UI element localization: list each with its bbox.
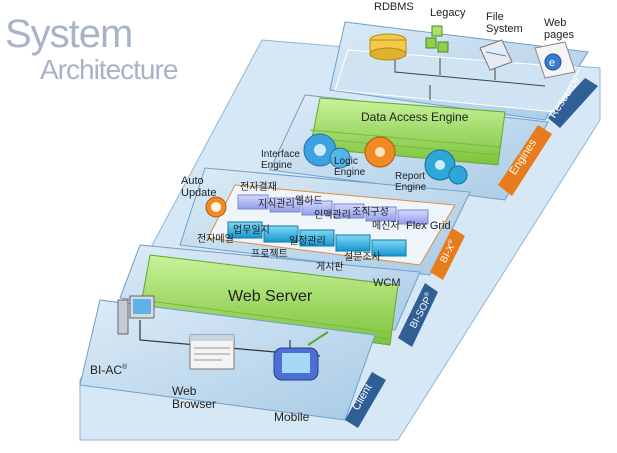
report-engine-gear-icon <box>424 149 468 185</box>
file-system-label-line1: File <box>486 11 504 23</box>
legacy-icon <box>425 25 449 53</box>
web-pages-label: Web pages <box>544 17 574 41</box>
interface-engine-line1: Interface <box>261 149 300 160</box>
resource-tab <box>548 78 598 128</box>
web-pages-label-line2: pages <box>544 28 574 41</box>
biac-pc-icon <box>117 295 155 335</box>
mobile-label: Mobile <box>274 410 310 424</box>
title-line-1: System <box>5 12 133 56</box>
data-access-engine-block <box>309 97 506 166</box>
file-system-icon <box>479 39 513 71</box>
module-hr-mgmt: 인맥관리 <box>314 210 351 221</box>
web-browser-label: Web Browser <box>172 385 216 410</box>
module-project: 프로젝트 <box>251 249 288 260</box>
logic-engine-line1: Logic <box>334 156 358 167</box>
auto-update-line1: Auto <box>181 175 204 187</box>
interface-engine-line2: Engine <box>261 159 293 171</box>
legacy-label: Legacy <box>430 7 466 19</box>
biac-label: BI-AC® <box>90 364 127 377</box>
web-pages-icon: e <box>534 41 576 79</box>
module-schedule: 일정관리 <box>289 236 326 247</box>
module-e-mail: 전자메일 <box>197 234 234 245</box>
biac-text: BI-AC <box>90 363 123 377</box>
module-org-chart: 조직구성 <box>352 207 389 218</box>
web-browser-icon <box>189 334 235 370</box>
logic-engine-label: Logic Engine <box>334 156 366 178</box>
cyan-modules <box>227 221 407 257</box>
auto-update-line2: Update <box>181 186 217 199</box>
logic-engine-line2: Engine <box>334 166 366 178</box>
module-flex-grid: Flex Grid <box>406 220 451 232</box>
mobile-icon <box>273 331 329 381</box>
module-bulletin: 게시판 <box>316 262 344 273</box>
stripe <box>309 129 501 148</box>
file-system-label-line2: System <box>486 22 523 35</box>
auto-update-icon <box>205 196 227 218</box>
report-engine-line2: Engine <box>395 181 427 193</box>
purple-modules <box>237 194 429 225</box>
title-line-2: Architecture <box>40 54 178 85</box>
web-browser-line2: Browser <box>172 396 217 411</box>
rdbms-icon <box>369 33 407 61</box>
web-pages-label-line1: Web <box>544 17 567 29</box>
stripe <box>141 299 393 334</box>
web-server-block <box>139 254 399 346</box>
module-wcm: WCM <box>373 277 401 289</box>
report-engine-label: Report Engine <box>395 171 427 193</box>
module-e-approval: 전자결재 <box>240 182 277 193</box>
biac-sup: ® <box>122 364 128 371</box>
data-access-engine-label: Data Access Engine <box>361 110 469 124</box>
resource-connector <box>394 55 546 87</box>
stripe <box>309 137 500 156</box>
logic-engine-gear-icon <box>364 136 396 168</box>
web-server-label: Web Server <box>228 288 313 305</box>
file-system-label: File System <box>486 11 523 35</box>
rdbms-label: RDBMS <box>374 1 414 13</box>
module-knowledge-mgmt: 지식관리 <box>258 199 295 210</box>
module-webhard: 웹하드 <box>295 196 323 207</box>
module-messenger: 메신저 <box>372 221 400 232</box>
engines-tab <box>498 125 552 196</box>
client-connector <box>139 320 321 357</box>
module-work-diary: 업무일지 <box>233 225 270 236</box>
svg-text:e: e <box>549 57 555 69</box>
bix-tab <box>430 228 465 280</box>
module-survey: 설문조사 <box>344 252 381 263</box>
interface-engine-label: Interface Engine <box>261 149 300 171</box>
interface-engine-gear-icon <box>303 133 351 169</box>
report-engine-line1: Report <box>395 171 426 182</box>
web-browser-line1: Web <box>172 384 197 398</box>
auto-update-label: Auto Update <box>181 175 217 199</box>
bisop-tab <box>398 283 438 347</box>
client-tab <box>345 372 386 428</box>
